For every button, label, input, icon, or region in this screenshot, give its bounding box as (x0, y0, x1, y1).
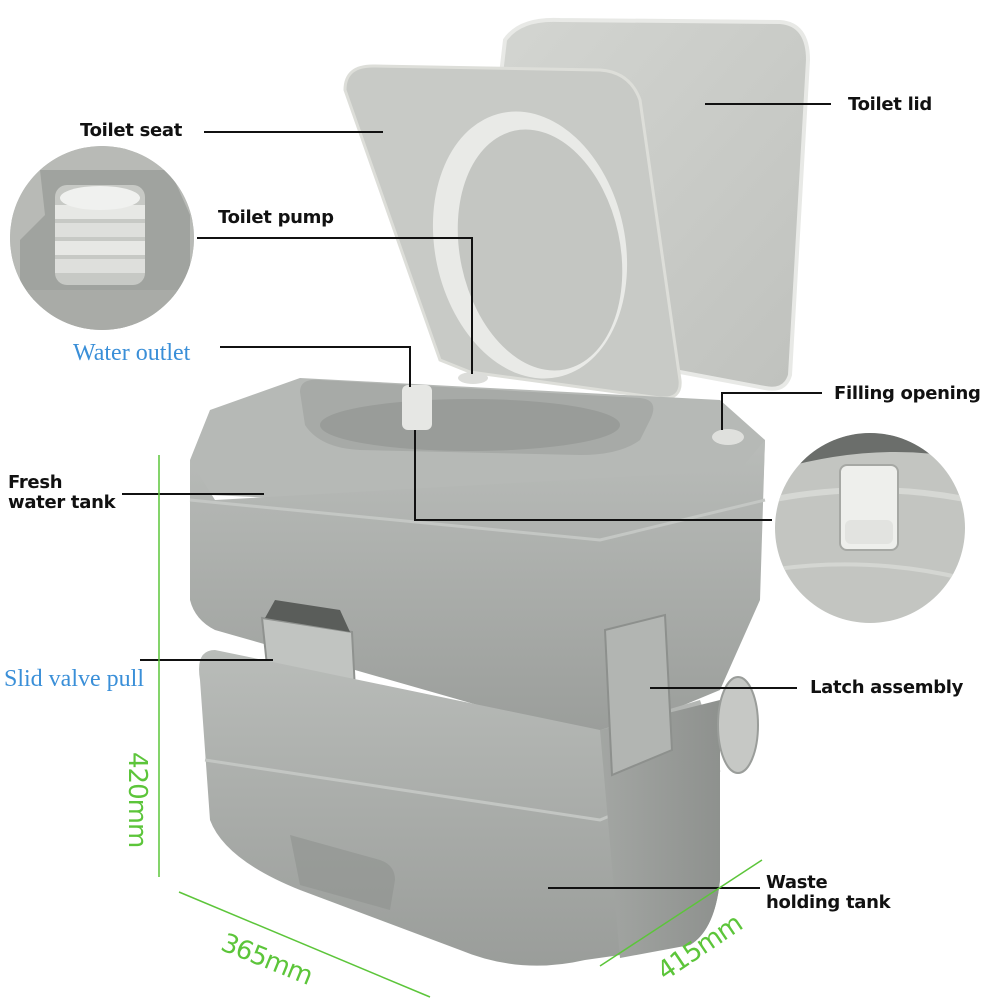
label-toilet-seat: Toilet seat (80, 120, 183, 141)
toilet-seat (343, 64, 682, 400)
label-waste-holding-tank: Waste holding tank (766, 872, 891, 913)
label-toilet-lid: Toilet lid (848, 94, 932, 115)
label-waste-holding-tank-line1: Waste (766, 872, 828, 893)
toilet-pump-inset (10, 146, 194, 330)
label-fresh-water-tank-line1: Fresh (8, 472, 63, 493)
label-fresh-water-tank: Fresh water tank (8, 472, 116, 513)
label-toilet-pump: Toilet pump (218, 207, 334, 228)
toilet-pump-cap (458, 372, 488, 384)
leader-lines (122, 103, 831, 889)
latch-assembly-part (603, 613, 674, 777)
label-water-outlet: Water outlet (73, 340, 191, 366)
label-latch-assembly: Latch assembly (810, 677, 964, 698)
label-waste-holding-tank-line2: holding tank (766, 892, 891, 913)
dimension-height: 420mm (122, 752, 152, 848)
dimension-lines (158, 455, 763, 998)
label-slid-valve-pull: Slid valve pull (4, 666, 144, 692)
water-outlet-inset (775, 433, 965, 623)
label-fresh-water-tank-line2: water tank (8, 492, 116, 513)
label-filling-opening: Filling opening (834, 383, 981, 404)
water-outlet-nozzle (402, 385, 432, 430)
filling-opening-cap (712, 429, 744, 445)
